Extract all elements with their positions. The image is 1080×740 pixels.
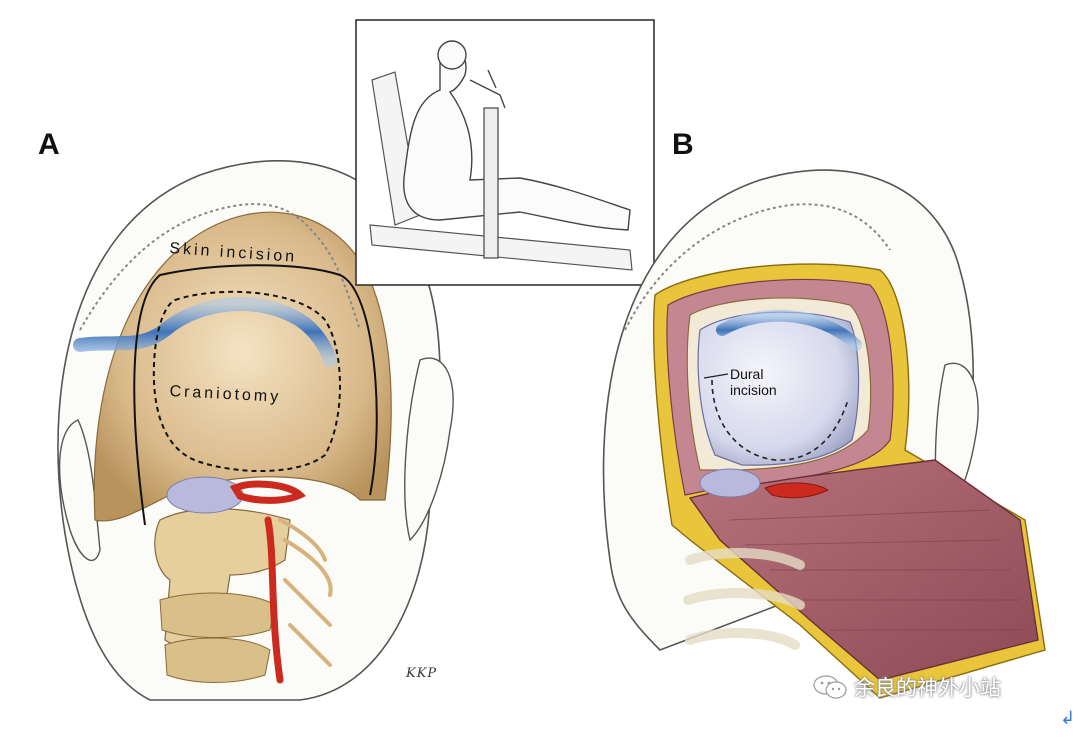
panel-a-craniotomy-outline (152, 290, 341, 472)
inset-head-clamp (469, 69, 506, 109)
dural-incision-label-line2: incision (730, 382, 777, 398)
inset-table (369, 224, 633, 271)
return-arrow-icon: ↲ (1060, 708, 1076, 729)
panel-a-ear-left (58, 419, 101, 562)
inset-patient-body (403, 48, 631, 231)
panel-a-dura-exposed (166, 476, 244, 514)
panel-a-ear-right (404, 357, 454, 542)
panel-b-muscle-fibers (729, 509, 1025, 631)
inset-head (437, 40, 467, 70)
panel-a-letter: A (38, 128, 60, 161)
dural-incision-label: Dural incision (730, 366, 777, 398)
illustrator-signature: KKP (406, 666, 438, 681)
panel-b-letter: B (672, 128, 694, 161)
panel-b-faded-spine (683, 548, 805, 650)
panel-a-nerve-roots (278, 518, 333, 667)
panel-a-drawing (57, 159, 454, 701)
inset-patient-position (355, 19, 655, 286)
panel-a-skin-incision-line (133, 264, 378, 526)
panel-b-dural-leader-line (703, 373, 729, 379)
panel-b-drawing (602, 169, 1046, 699)
dural-incision-label-line1: Dural (730, 366, 764, 382)
panel-a-vertebra-2 (159, 592, 276, 638)
panel-b-vertebral-artery (764, 482, 830, 499)
panel-a-transverse-sinus (73, 297, 337, 367)
wechat-logo-icon (813, 675, 847, 699)
panel-b-dura-exposed (699, 468, 761, 498)
panel-a-vertebral-artery (229, 480, 307, 684)
panel-b-transverse-sinus (716, 309, 862, 351)
watermark-text: 余良的神外小站 (854, 676, 1001, 700)
panel-b-suture (624, 203, 891, 331)
inset-head-holder-post (483, 107, 499, 259)
watermark: 余良的神外小站 (812, 672, 1001, 702)
panel-b-dural-incision-line (711, 379, 849, 461)
panel-a-vertebra-3 (164, 637, 271, 683)
panel-a-suture (79, 203, 361, 331)
